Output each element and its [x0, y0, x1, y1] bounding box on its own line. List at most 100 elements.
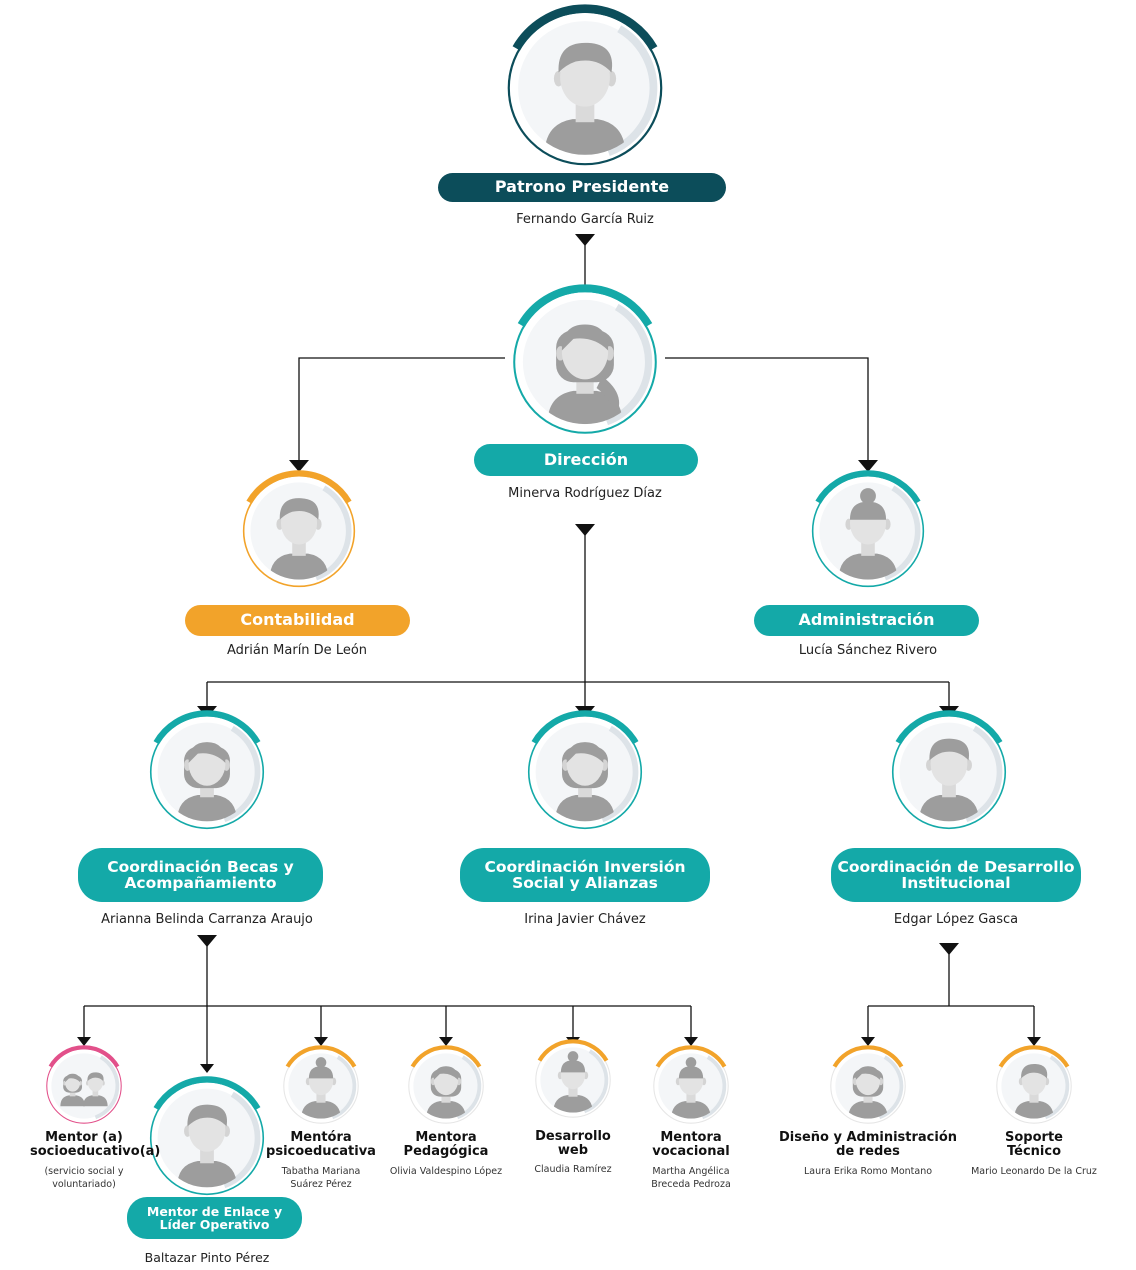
- accent-arc: [655, 1045, 727, 1068]
- arrow-icon: [314, 1037, 328, 1046]
- accent-arc: [531, 710, 639, 745]
- shadow-arc: [223, 1091, 261, 1189]
- hair-shape: [929, 738, 970, 761]
- note-mentor-socio: (servicio social y voluntariado): [44, 1166, 124, 1190]
- role-label-mentora-peda: Mentora Pedagógica: [403, 1130, 489, 1159]
- role-label: Coordinación de Desarrollo Institucional: [837, 857, 1075, 892]
- accent-arc: [410, 1045, 482, 1068]
- bun-shape: [567, 1051, 579, 1062]
- person-name-direccion: Minerva Rodríguez Díaz: [508, 486, 662, 501]
- role-label: Dirección: [543, 449, 629, 469]
- shirt-shape: [83, 1095, 108, 1107]
- person-figure: [301, 1057, 341, 1119]
- neck-shape: [441, 1092, 451, 1103]
- link-direccion-contabilidad: [298, 357, 505, 462]
- shirt-shape: [848, 1101, 888, 1119]
- person-name-inversion: Irina Javier Chávez: [524, 912, 646, 927]
- arrow-icon: [197, 935, 217, 947]
- shirt-shape: [555, 794, 615, 822]
- role-badge-president: Patrono Presidente: [438, 173, 726, 202]
- accent-arc: [832, 1045, 904, 1068]
- arrow-icon: [1027, 1037, 1041, 1046]
- neck-shape: [316, 1092, 326, 1103]
- arrow-icon: [684, 1037, 698, 1046]
- role-label-mentora-voca: Mentora vocacional: [652, 1130, 730, 1159]
- hair-shape: [187, 1104, 228, 1127]
- woman-bun-avatar-icon: [811, 470, 925, 588]
- shadow-arc: [1044, 1055, 1070, 1120]
- arrow-icon: [200, 1064, 214, 1073]
- hair-shape: [561, 324, 609, 351]
- shirt-shape: [547, 390, 623, 425]
- shadow-arc: [605, 303, 653, 426]
- shirt-shape: [919, 794, 979, 822]
- person-name-contabilidad: Adrián Marín De León: [226, 643, 368, 658]
- accent-arc: [512, 4, 658, 51]
- accent-arc: [537, 1039, 609, 1062]
- shadow-arc: [701, 1055, 727, 1120]
- shirt-shape: [269, 553, 329, 580]
- man-avatar-icon: [149, 1076, 265, 1196]
- ponytail-shape: [596, 376, 620, 414]
- role-label-diseno: Diseño y Administración de redes: [778, 1130, 958, 1159]
- person-figure: [544, 42, 626, 155]
- woman-avatar-icon: [149, 710, 265, 830]
- person-figure: [1014, 1063, 1054, 1119]
- neck-shape: [863, 1092, 873, 1103]
- accent-arc: [517, 284, 653, 328]
- role-badge-enlace: Mentor de Enlace y Líder Operativo: [127, 1197, 302, 1239]
- role-label: Coordinación Becas y Acompañamiento: [107, 857, 294, 892]
- role-label: Mentor de Enlace y Líder Operativo: [146, 1203, 283, 1232]
- arrow-icon: [858, 460, 878, 472]
- shirt-shape: [60, 1095, 85, 1107]
- role-label: Coordinación Inversión Social y Alianzas: [484, 857, 686, 892]
- neck-shape: [568, 1086, 578, 1097]
- person-figure: [553, 1051, 593, 1113]
- accent-arc: [48, 1045, 120, 1068]
- person-name-desarrollo-web: Claudia Ramírez: [534, 1164, 612, 1175]
- role-badge-administracion: Administración: [754, 605, 979, 636]
- person-figure: [671, 1057, 711, 1119]
- shadow-arc: [607, 25, 658, 156]
- couple-avatar-icon: [46, 1045, 122, 1124]
- neck-shape: [1029, 1092, 1039, 1103]
- person-figure: [177, 1104, 237, 1188]
- person-name-mentora-peda: Olivia Valdespino López: [389, 1166, 503, 1177]
- arrow-icon: [861, 1037, 875, 1046]
- accent-arc: [153, 710, 261, 745]
- shadow-arc: [331, 1055, 357, 1120]
- shirt-shape: [177, 794, 237, 822]
- arrow-icon: [439, 1037, 453, 1046]
- accent-arc: [246, 470, 352, 504]
- role-label: Administración: [798, 610, 935, 630]
- arrow-icon: [575, 524, 595, 536]
- man-avatar-icon: [507, 4, 663, 166]
- person-name-soporte: Mario Leonardo De la Cruz: [971, 1166, 1097, 1177]
- woman-bun-avatar-icon: [535, 1039, 611, 1118]
- hair-shape: [855, 1066, 881, 1080]
- shadow-arc: [456, 1055, 482, 1120]
- hair-shape: [279, 498, 319, 520]
- person-figure: [555, 742, 615, 822]
- bun-shape: [860, 488, 876, 504]
- person-figure: [269, 498, 329, 580]
- shirt-shape: [838, 553, 898, 580]
- role-label-soporte: Soporte Técnico: [1005, 1130, 1063, 1159]
- link-direccion-administracion: [665, 357, 869, 462]
- shirt-shape: [426, 1101, 466, 1119]
- role-badge-contabilidad: Contabilidad: [185, 605, 410, 636]
- hair-shape: [1021, 1063, 1048, 1079]
- shadow-arc: [883, 485, 921, 581]
- man-avatar-icon: [996, 1045, 1072, 1124]
- person-figure: [848, 1066, 888, 1119]
- accent-arc: [895, 710, 1003, 745]
- person-figure: [838, 488, 898, 580]
- person-name-mentora-psico: Tabatha Mariana Suárez Pérez: [281, 1166, 361, 1190]
- woman-ponytail-avatar-icon: [513, 284, 657, 434]
- shadow-arc: [601, 725, 639, 823]
- shadow-arc: [94, 1055, 120, 1120]
- person-figure: [177, 742, 237, 822]
- person-name-desarrollo: Edgar López Gasca: [893, 912, 1019, 927]
